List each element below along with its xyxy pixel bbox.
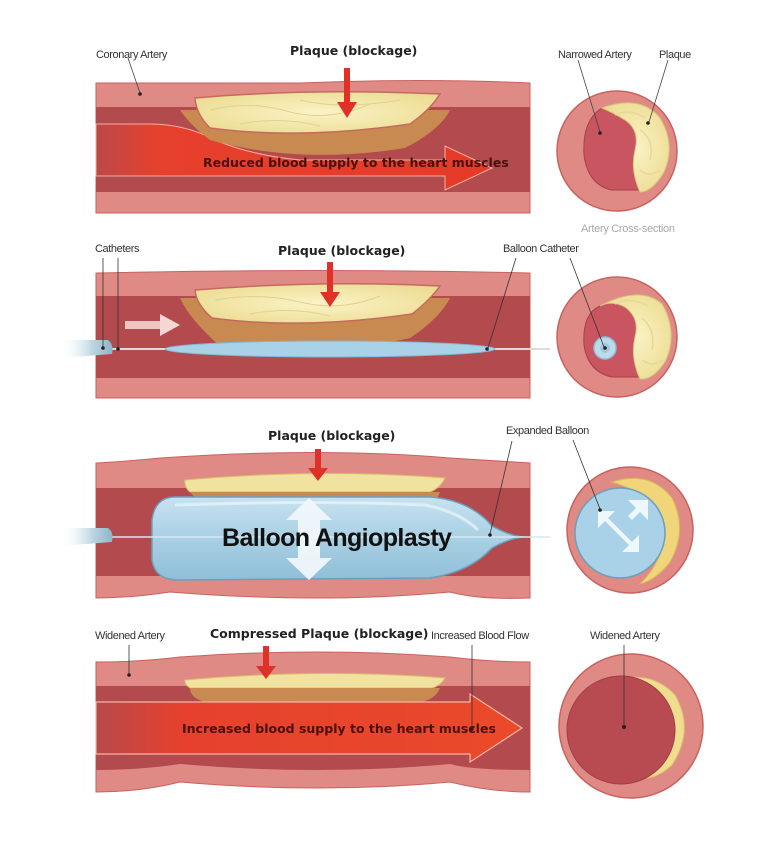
cross-section-plaque	[600, 102, 670, 193]
expansion-arrow-icon	[598, 500, 648, 552]
cross-section-4	[558, 645, 704, 799]
artery-longitudinal-1: Reduced blood supply to the heart muscle…	[95, 57, 531, 214]
procedure-title: Balloon Angioplasty	[222, 524, 452, 552]
plaque-label: Plaque (blockage)	[268, 428, 395, 443]
panel-2-catheter-insertion: Catheters Plaque (blockage) Balloon Cath…	[60, 243, 678, 399]
artery-longitudinal-2	[60, 257, 550, 399]
panel-3-balloon-expansion: Balloon Angioplasty Plaque (blockage) Ex…	[60, 425, 694, 599]
panel-1-narrowed-artery: Reduced blood supply to the heart muscle…	[95, 43, 692, 235]
artery-longitudinal-3: Balloon Angioplasty	[60, 440, 550, 599]
compressed-plaque	[184, 672, 446, 689]
artery-longitudinal-4: Increased blood supply to the heart musc…	[95, 645, 531, 793]
blood-flow	[95, 692, 524, 764]
coronary-artery-label: Coronary Artery	[96, 49, 168, 61]
blood-flow	[95, 123, 494, 191]
balloon-catheter	[164, 340, 496, 358]
expanded-balloon	[151, 496, 525, 581]
plaque-arrow	[320, 262, 340, 307]
catheter-sheath	[60, 528, 113, 546]
catheters-label: Catheters	[95, 243, 140, 255]
compressed-plaque-label: Compressed Plaque (blockage)	[210, 626, 428, 641]
compressed-plaque	[184, 472, 446, 493]
plaque-arrow	[337, 68, 357, 118]
widened-artery-label: Widened Artery	[95, 630, 166, 642]
flow-label: Increased blood supply to the heart musc…	[182, 721, 496, 736]
direction-arrow	[125, 314, 180, 336]
cross-section-plaque-label: Plaque	[659, 49, 691, 61]
flow-label: Reduced blood supply to the heart muscle…	[203, 155, 509, 170]
plaque-label: Plaque (blockage)	[290, 43, 417, 58]
widened-lumen	[566, 675, 676, 785]
plaque	[194, 91, 442, 134]
cross-section-3	[566, 439, 694, 594]
narrowed-artery-label: Narrowed Artery	[558, 49, 632, 61]
plaque-label: Plaque (blockage)	[278, 243, 405, 258]
catheter-sheath	[60, 340, 113, 358]
plaque-arrow	[308, 449, 328, 481]
label-pointer-dot	[138, 92, 142, 96]
increased-blood-flow-label: Increased Blood Flow	[431, 630, 529, 642]
cross-section-1	[556, 59, 678, 212]
expansion-arrow-icon	[286, 498, 332, 580]
cross-section-2	[556, 257, 678, 398]
expanded-balloon-label: Expanded Balloon	[506, 425, 589, 437]
plaque-arrow	[256, 646, 276, 679]
cross-section-widened-label: Widened Artery	[590, 630, 661, 642]
cross-section-caption: Artery Cross-section	[581, 223, 675, 235]
panel-4-widened-artery: Increased blood supply to the heart musc…	[95, 626, 704, 799]
balloon-catheter-label: Balloon Catheter	[503, 243, 579, 255]
